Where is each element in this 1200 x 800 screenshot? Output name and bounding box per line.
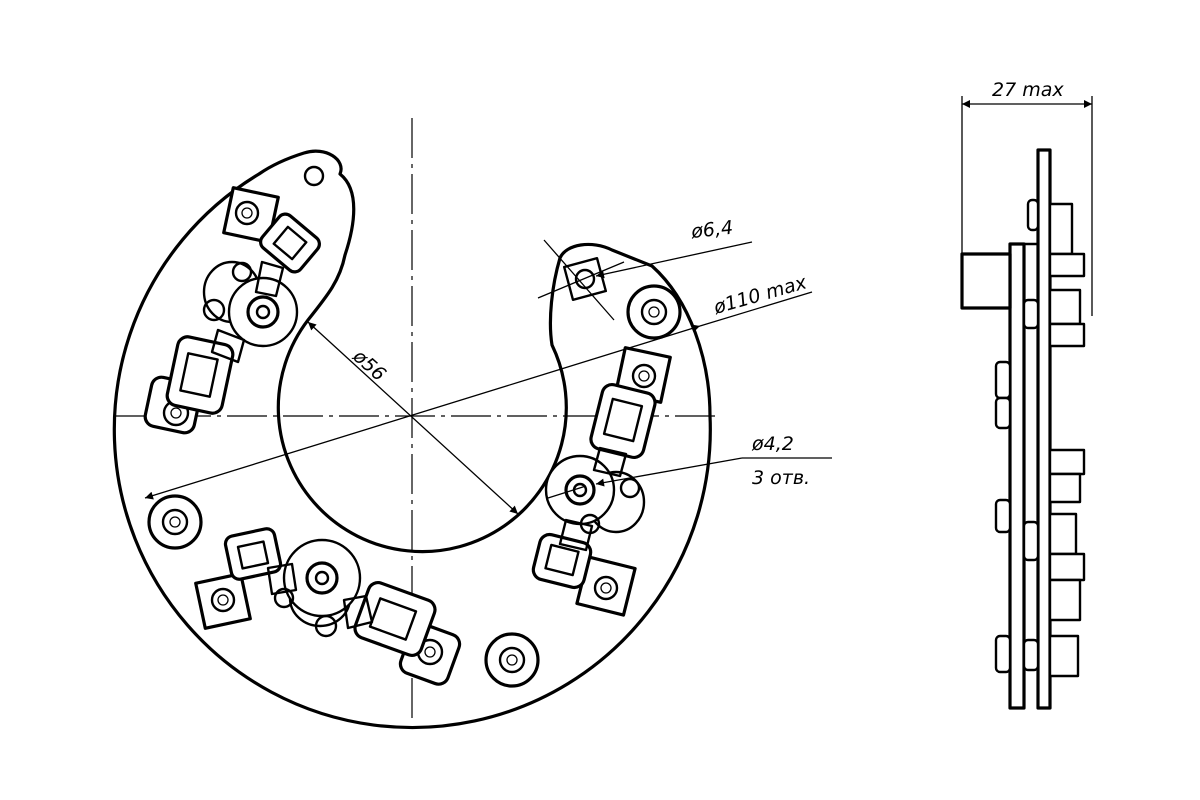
side-terminal (960, 252, 1012, 310)
large-hole-leader-ext (595, 241, 753, 279)
bore-diameter-label: ø56 (348, 345, 390, 386)
plate-outline (112, 149, 712, 730)
small-hole-label: ø4,2 (751, 433, 794, 455)
side-rear-plate (1008, 242, 1026, 710)
front-view: ø56 ø110 max ø6,4 ø4,2 3 отв. (112, 118, 832, 730)
side-components-left (994, 198, 1040, 674)
side-view: 27 max (960, 79, 1093, 710)
large-hole-crossline (543, 239, 615, 321)
mounting-boss-left (147, 494, 203, 550)
thickness-label: 27 max (992, 79, 1064, 101)
diode-group-right (531, 346, 672, 617)
side-components-right (1048, 202, 1086, 678)
diode-group-upper-left (143, 186, 321, 435)
hole-count-label: 3 отв. (752, 467, 810, 489)
outer-diameter-dimension-line (144, 324, 701, 500)
outer-diameter-extension (699, 291, 813, 327)
diode-group-bottom (194, 527, 462, 686)
side-main-plate (1036, 148, 1052, 710)
bore-diameter-dimension-line (307, 321, 519, 515)
large-hole-label: ø6,4 (689, 217, 734, 243)
mounting-boss-right (626, 284, 682, 340)
small-hole-leader-b (595, 457, 743, 487)
large-hole-leader (537, 261, 625, 299)
outer-diameter-label: ø110 max (710, 271, 809, 319)
mounting-boss-bottom (484, 632, 540, 688)
tab-hole (303, 165, 325, 187)
small-hole-leader-a (547, 485, 587, 499)
